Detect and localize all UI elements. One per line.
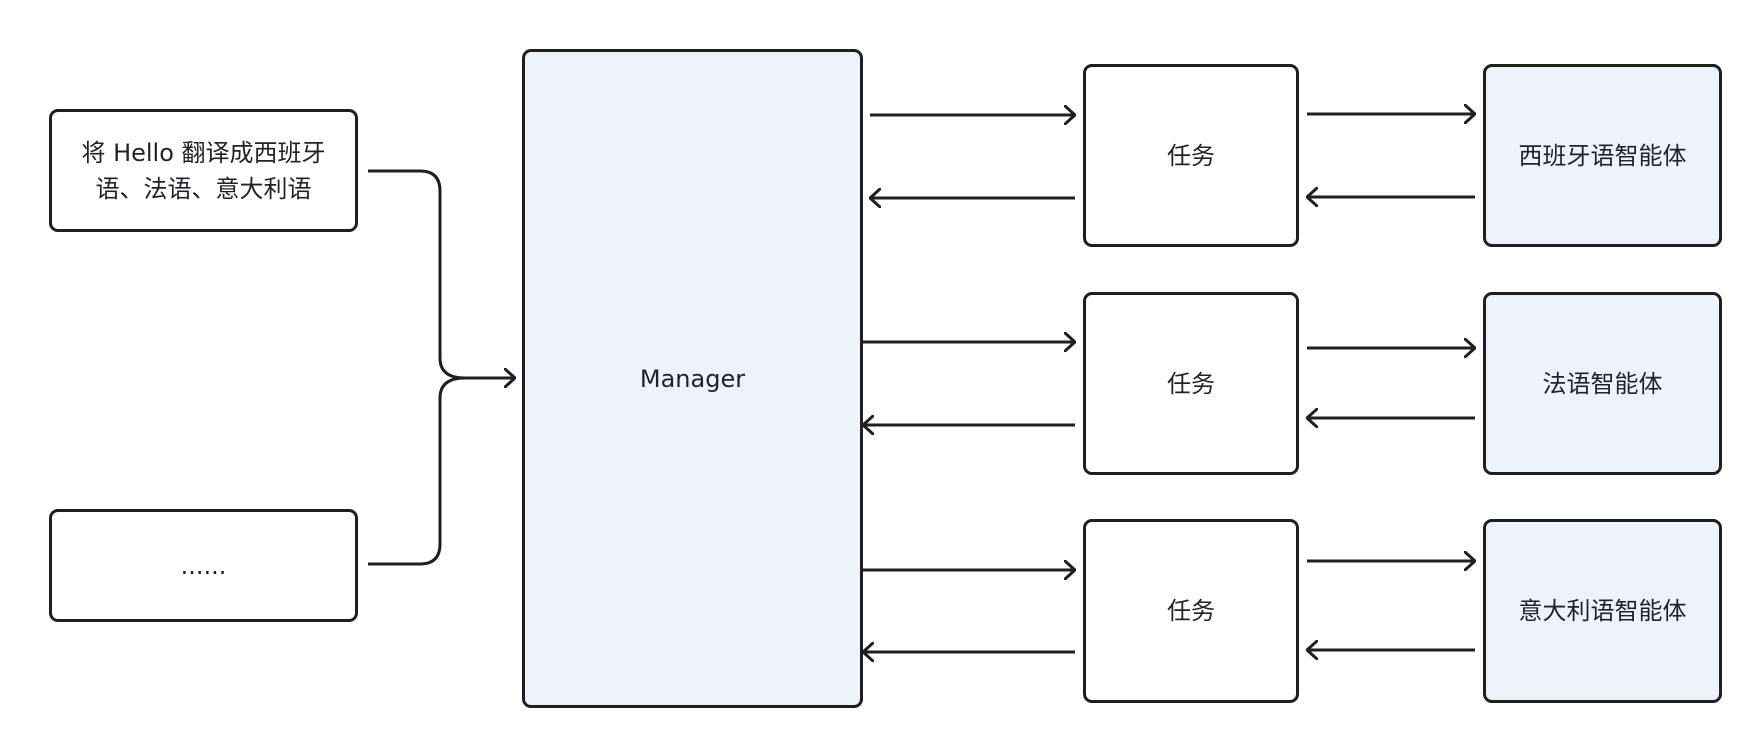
bracket-connector-bottom: [368, 376, 466, 566]
input-request-line-2: 语、法语、意大利语: [95, 174, 312, 203]
input-request-text: 将 Hello 翻译成西班牙 语、法语、意大利语: [81, 135, 325, 207]
input-more-box: ......: [49, 509, 358, 622]
agent-box-french: 法语智能体: [1483, 292, 1722, 475]
agent-label-spanish: 西班牙语智能体: [1518, 141, 1687, 170]
task-box-2: 任务: [1083, 292, 1299, 475]
manager-box: Manager: [522, 49, 863, 708]
task-label-1: 任务: [1167, 141, 1215, 170]
input-request-line-1: 将 Hello 翻译成西班牙: [81, 138, 326, 167]
task-box-3: 任务: [1083, 519, 1299, 703]
agent-box-spanish: 西班牙语智能体: [1483, 64, 1722, 247]
input-more-label: ......: [180, 551, 227, 580]
agent-box-italian: 意大利语智能体: [1483, 519, 1722, 703]
bracket-connector-top: [368, 169, 515, 378]
manager-label: Manager: [639, 364, 746, 393]
input-request-box: 将 Hello 翻译成西班牙 语、法语、意大利语: [49, 109, 358, 232]
agent-label-french: 法语智能体: [1542, 369, 1663, 398]
task-label-3: 任务: [1167, 597, 1215, 625]
agent-label-italian: 意大利语智能体: [1518, 597, 1687, 625]
task-label-2: 任务: [1167, 369, 1215, 398]
task-box-1: 任务: [1083, 64, 1299, 247]
